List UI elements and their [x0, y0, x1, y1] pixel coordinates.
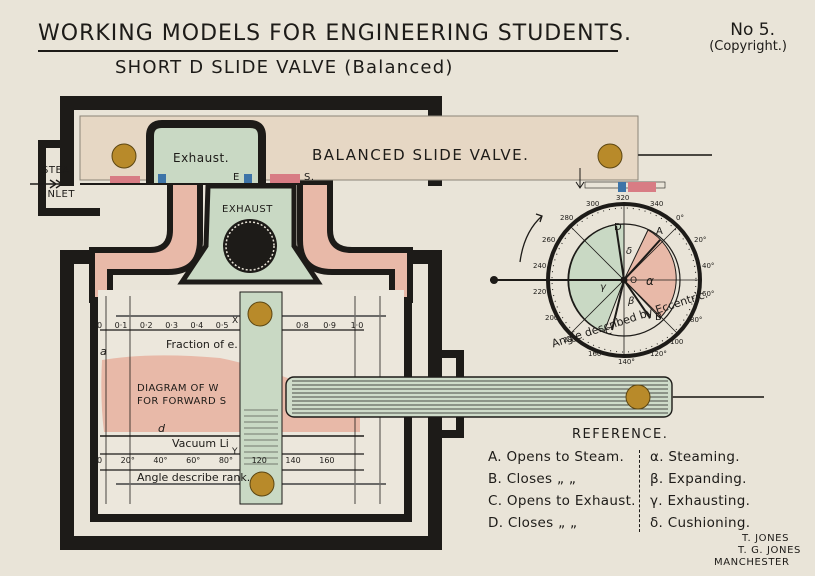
slide-valve-strip — [79, 115, 712, 185]
reference-a: A. Opens to Steam. — [488, 449, 625, 465]
crank-ticks: 0 20° 40° 60° 80° 120 140 160 — [97, 456, 335, 465]
ecc-tick-100: 100 — [670, 338, 684, 346]
tick: 0 — [97, 321, 103, 330]
tick: 0·3 — [165, 321, 178, 330]
tick: 0·5 — [215, 321, 229, 330]
tick: 140 — [285, 456, 301, 465]
crosshead-slide — [239, 291, 283, 505]
ecc-letter-d: D — [614, 222, 622, 233]
inlet-arrows — [30, 179, 64, 189]
tick: 160 — [319, 456, 335, 465]
label-vacuum: Vacuum Li — [172, 437, 229, 450]
tick: 40° — [153, 456, 168, 465]
label-exhaust-valve: Exhaust. — [173, 151, 230, 165]
reference-heading: REFERENCE. — [572, 427, 669, 442]
ecc-tick-0: 0° — [676, 214, 684, 222]
label-exhaust-port: EXHAUST — [222, 204, 273, 215]
ecc-letter-gamma: γ — [600, 282, 606, 293]
ecc-tick-200: 200 — [545, 314, 559, 322]
maker-line-2: T. G. JONES — [738, 545, 801, 556]
reference-b: B. Closes „ „ — [488, 471, 577, 487]
tick: 0 — [97, 456, 103, 465]
ecc-letter-a: A — [656, 226, 663, 237]
reference-c: C. Opens to Exhaust. — [488, 493, 636, 509]
reference-delta: δ. Cushioning. — [650, 515, 751, 531]
reference-alpha: α. Steaming. — [650, 449, 740, 465]
fraction-ticks: 0 0·1 0·2 0·3 0·4 0·5 — [97, 321, 229, 330]
label-port-e: E — [233, 172, 240, 183]
ecc-letter-c: C — [605, 326, 612, 337]
ecc-tick-120: 120° — [650, 350, 667, 358]
ecc-letter-alpha: α — [646, 274, 654, 288]
label-port-s: S. — [304, 172, 315, 183]
ecc-letter-beta: β — [628, 296, 635, 307]
point-d: d — [158, 422, 165, 435]
tick: 20° — [120, 456, 135, 465]
ecc-tick-60: 60° — [702, 290, 715, 298]
ecc-tick-280: 280 — [560, 214, 574, 222]
ecc-tick-180: 180 — [563, 336, 577, 344]
ecc-tick-340: 340 — [650, 200, 664, 208]
steam-passages — [89, 179, 413, 303]
title-underline — [38, 50, 618, 52]
ecc-tick-320: 320 — [616, 194, 630, 202]
ecc-tick-160: 160 — [588, 350, 602, 358]
ecc-tick-20: 20° — [694, 236, 707, 244]
tick: 0·9 — [323, 321, 337, 330]
brass-rivets — [111, 143, 651, 497]
reference-divider — [639, 450, 640, 532]
ecc-tick-220: 220 — [533, 288, 547, 296]
label-angle-crank: Angle describe rank. — [137, 471, 251, 484]
eccentric-dial — [490, 168, 702, 358]
copyright-note: (Copyright.) — [709, 39, 787, 54]
ecc-tick-40: 40° — [702, 262, 715, 270]
label-diagram-1: DIAGRAM OF W — [137, 383, 219, 394]
ecc-tick-140: 140° — [618, 358, 635, 366]
point-x: X — [232, 316, 239, 326]
label-inlet: INLET — [44, 189, 75, 200]
point-a: a — [100, 345, 107, 358]
card-title: WORKING MODELS FOR ENGINEERING STUDENTS. — [38, 21, 632, 46]
piston-rod — [285, 376, 764, 418]
point-y: Y — [232, 447, 238, 457]
maker-line-3: MANCHESTER — [714, 557, 790, 568]
tick: 0·2 — [139, 321, 153, 330]
label-fraction-axis: Fraction of e. — [166, 338, 238, 351]
tick: 120 — [251, 456, 267, 465]
tick: 0·8 — [296, 321, 309, 330]
tick: 1·0 — [350, 321, 364, 330]
ecc-tick-240: 240 — [533, 262, 547, 270]
exhaust-port — [177, 183, 323, 285]
ecc-tick-80: 80° — [690, 316, 703, 324]
tick: 80° — [218, 456, 234, 465]
reference-gamma: γ. Exhausting. — [650, 493, 751, 509]
reference-beta: β. Expanding. — [650, 471, 747, 487]
ecc-letter-delta: δ — [626, 246, 633, 257]
ecc-letter-o: O — [630, 276, 638, 286]
ecc-letter-b: B — [655, 312, 662, 323]
card-subtitle: SHORT D SLIDE VALVE (Balanced) — [115, 57, 454, 78]
label-steam: STEA — [42, 165, 70, 176]
ecc-tick-260: 260 — [542, 236, 556, 244]
ecc-tick-300: 300 — [586, 200, 600, 208]
tick: 0·1 — [114, 321, 128, 330]
maker-line-1: T. JONES — [742, 533, 790, 544]
tick: 60° — [186, 456, 201, 465]
label-slide-valve: BALANCED SLIDE VALVE. — [312, 146, 530, 164]
label-diagram-2: FOR FORWARD S — [137, 396, 227, 407]
reference-d: D. Closes „ „ — [488, 515, 578, 531]
card-number: No 5. — [730, 20, 775, 40]
tick: 0·4 — [190, 321, 204, 330]
fraction-ticks-right: 0·8 0·9 1·0 — [296, 321, 363, 330]
